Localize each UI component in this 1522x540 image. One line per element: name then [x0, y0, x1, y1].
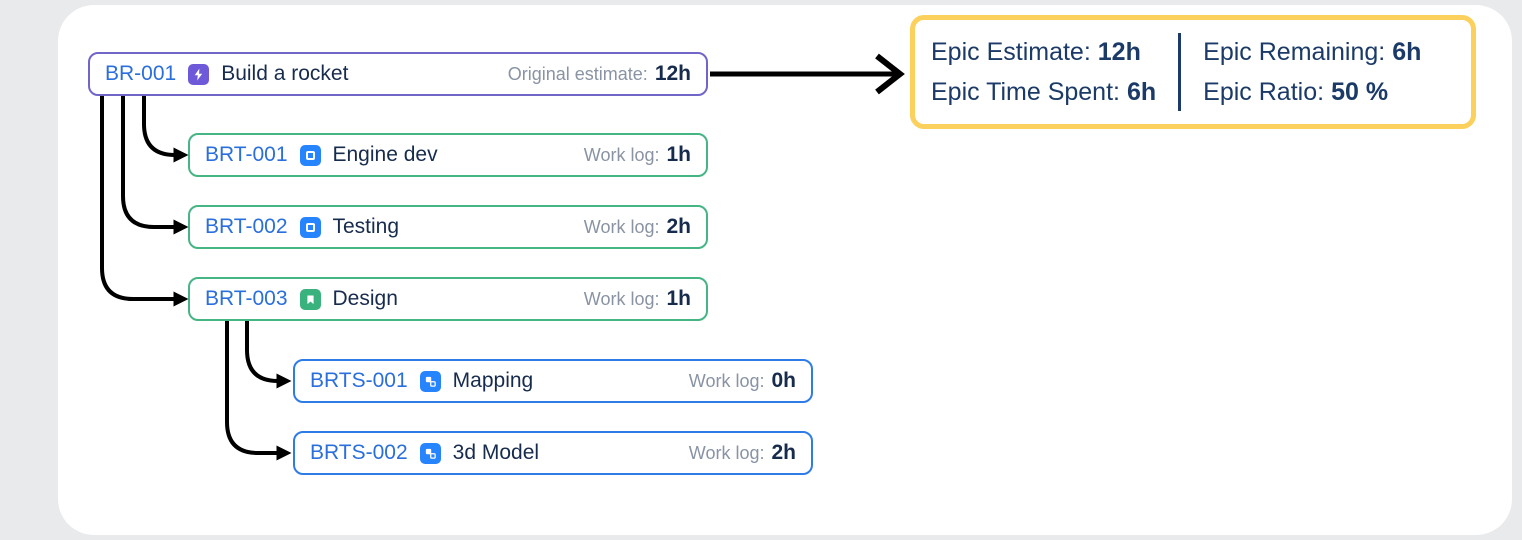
worklog-meta: Work log: 1h — [584, 287, 691, 311]
summary-line: Epic Remaining:6h — [1203, 32, 1421, 72]
issue-key-link[interactable]: BRTS-001 — [310, 369, 408, 392]
worklog-label: Work log: — [583, 289, 660, 309]
epic-icon — [188, 63, 210, 85]
summary-label: Epic Ratio: — [1203, 78, 1325, 106]
worklog-value: 1h — [666, 143, 691, 166]
worklog-value: 2h — [666, 215, 691, 238]
estimate-meta: Original estimate: 12h — [508, 62, 691, 86]
summary-line: Epic Ratio:50 % — [1203, 72, 1421, 112]
estimate-value: 12h — [654, 62, 691, 85]
epic-row: BR-001 Build a rocket Original estimate:… — [88, 52, 708, 96]
issue-title: 3d Model — [452, 441, 540, 464]
issue-key-link[interactable]: BR-001 — [105, 62, 177, 85]
task-icon — [299, 216, 321, 238]
summary-value: 50 % — [1331, 78, 1389, 106]
worklog-label: Work log: — [583, 217, 660, 237]
epic-summary-box: Epic Estimate:12h Epic Time Spent:6h Epi… — [910, 15, 1476, 129]
summary-line: Epic Estimate:12h — [931, 32, 1156, 72]
summary-left-column: Epic Estimate:12h Epic Time Spent:6h — [931, 32, 1156, 112]
subtask-row: BRTS-002 3d Model Work log: 2h — [293, 431, 813, 475]
worklog-meta: Work log: 0h — [689, 369, 796, 393]
issue-key-link[interactable]: BRT-003 — [205, 287, 288, 310]
summary-right-column: Epic Remaining:6h Epic Ratio:50 % — [1203, 32, 1421, 112]
subtask-icon — [419, 370, 441, 392]
issue-key-link[interactable]: BRT-001 — [205, 143, 288, 166]
issue-title: Engine dev — [332, 143, 438, 166]
worklog-value: 0h — [771, 369, 796, 392]
worklog-value: 2h — [771, 441, 796, 464]
summary-label: Epic Time Spent: — [931, 78, 1120, 106]
summary-line: Epic Time Spent:6h — [931, 72, 1156, 112]
summary-divider — [1178, 33, 1182, 111]
task-icon — [299, 144, 321, 166]
summary-label: Epic Remaining: — [1203, 38, 1386, 66]
summary-label: Epic Estimate: — [931, 38, 1091, 66]
summary-value: 6h — [1126, 78, 1157, 106]
issue-key-link[interactable]: BRT-002 — [205, 215, 288, 238]
subtask-icon — [419, 442, 441, 464]
summary-value: 6h — [1392, 38, 1422, 66]
task-row: BRT-001 Engine dev Work log: 1h — [188, 133, 708, 177]
worklog-label: Work log: — [688, 443, 765, 463]
issue-title: Build a rocket — [221, 62, 349, 85]
worklog-label: Work log: — [688, 371, 765, 391]
story-icon — [299, 288, 321, 310]
issue-title: Mapping — [452, 369, 534, 392]
worklog-meta: Work log: 2h — [689, 441, 796, 465]
worklog-value: 1h — [666, 287, 691, 310]
subtask-row: BRTS-001 Mapping Work log: 0h — [293, 359, 813, 403]
issue-title: Testing — [332, 215, 400, 238]
issue-key-link[interactable]: BRTS-002 — [310, 441, 408, 464]
estimate-label: Original estimate: — [507, 64, 648, 84]
worklog-meta: Work log: 1h — [584, 143, 691, 167]
task-row: BRT-002 Testing Work log: 2h — [188, 205, 708, 249]
summary-value: 12h — [1097, 38, 1141, 66]
issue-title: Design — [332, 287, 398, 310]
story-row: BRT-003 Design Work log: 1h — [188, 277, 708, 321]
worklog-label: Work log: — [583, 145, 660, 165]
worklog-meta: Work log: 2h — [584, 215, 691, 239]
